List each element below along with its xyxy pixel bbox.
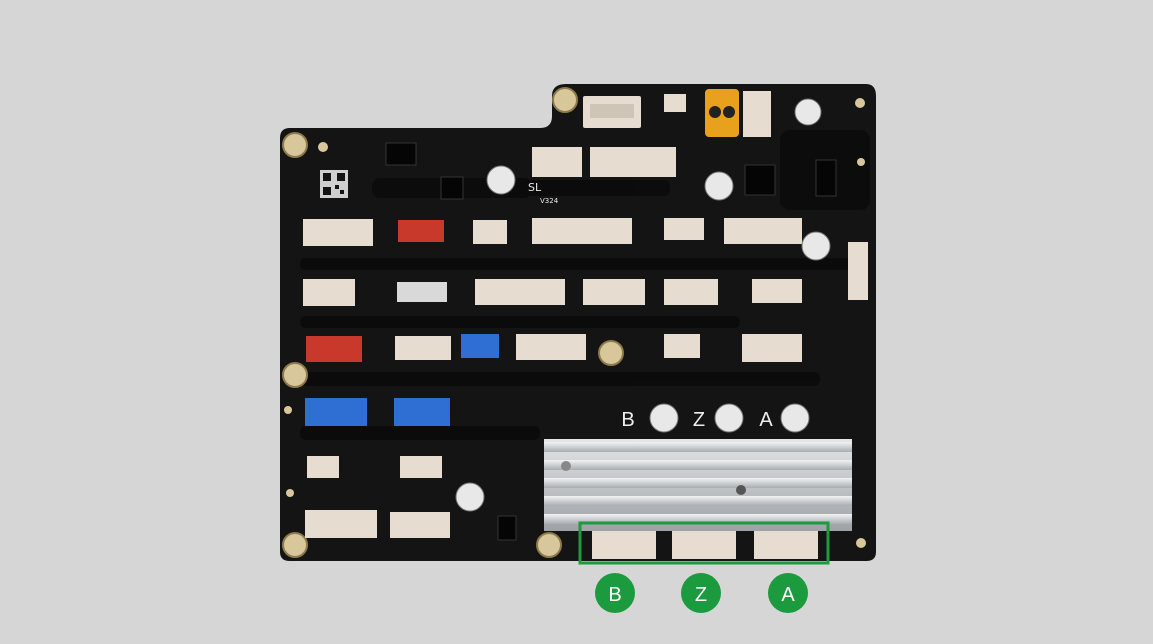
connector-2 <box>664 94 686 112</box>
connector-23 <box>664 334 700 358</box>
connector-30 <box>390 512 450 538</box>
connector-8 <box>303 219 373 246</box>
connector-32 <box>848 242 868 300</box>
connector-5 <box>532 147 582 177</box>
connector-22 <box>516 334 586 360</box>
connector-19 <box>306 336 362 362</box>
connector-18 <box>752 279 802 303</box>
mounting-holes <box>282 87 624 558</box>
motor-connector-z <box>672 531 736 559</box>
connector-21 <box>461 334 499 358</box>
small-holes <box>284 98 866 548</box>
connector-24 <box>742 334 802 362</box>
connector-4 <box>743 91 771 137</box>
heatsink-label-a: A <box>759 409 773 431</box>
svg-text:Z: Z <box>695 584 707 606</box>
xt-power-connector <box>705 89 739 137</box>
pcb-traces <box>300 130 870 440</box>
heatsink-label-b: B <box>621 409 634 431</box>
connector-17 <box>664 279 718 305</box>
capacitors <box>455 98 831 512</box>
connector-6 <box>590 147 676 177</box>
connector-29 <box>305 510 377 538</box>
connector-12 <box>724 218 802 244</box>
qr-code <box>320 170 348 198</box>
svg-text:B: B <box>608 584 621 606</box>
connector-25 <box>305 398 367 426</box>
callout-a: A <box>768 573 808 613</box>
connector-27 <box>307 456 339 478</box>
heatsink-label-z: Z <box>693 409 705 431</box>
connector-16 <box>583 279 645 305</box>
silk-logo: SL <box>528 181 542 194</box>
connector-15 <box>475 279 565 305</box>
connector-26 <box>394 398 450 426</box>
highlight-box <box>578 521 830 565</box>
connector-1 <box>583 96 641 128</box>
silk-version: V324 <box>540 197 559 205</box>
motor-connector-a <box>754 531 818 559</box>
connector-9 <box>473 220 507 244</box>
callout-z: Z <box>681 573 721 613</box>
connector-13 <box>303 279 355 306</box>
heatsink <box>544 439 852 531</box>
connector-14 <box>397 282 447 302</box>
connector-31 <box>398 220 444 242</box>
connector-28 <box>400 456 442 478</box>
connector-11 <box>664 218 704 240</box>
svg-text:A: A <box>781 584 795 606</box>
ic-chips <box>385 142 837 541</box>
connector-20 <box>395 336 451 360</box>
callout-b: B <box>595 573 635 613</box>
motor-connector-b <box>592 531 656 559</box>
connector-10 <box>532 218 632 244</box>
